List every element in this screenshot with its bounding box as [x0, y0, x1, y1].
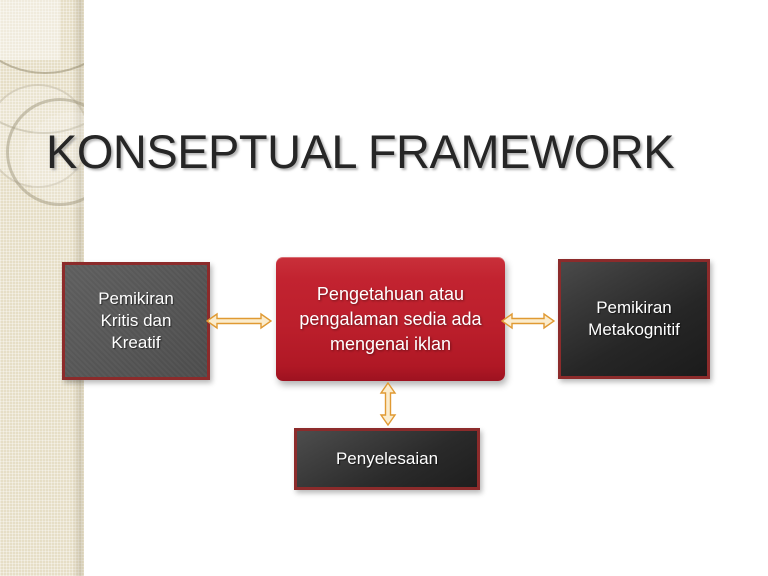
connector-center-bottom-double-arrow-icon[interactable]	[377, 381, 399, 431]
connector-left-center-double-arrow-icon[interactable]	[205, 310, 273, 337]
diagram-node-penyelesaian[interactable]: Penyelesaian	[294, 428, 480, 490]
node-label: Penyelesaian	[335, 449, 439, 468]
connector-center-right-double-arrow-icon[interactable]	[500, 310, 556, 337]
slide-title: KONSEPTUAL FRAMEWORK	[46, 125, 675, 178]
